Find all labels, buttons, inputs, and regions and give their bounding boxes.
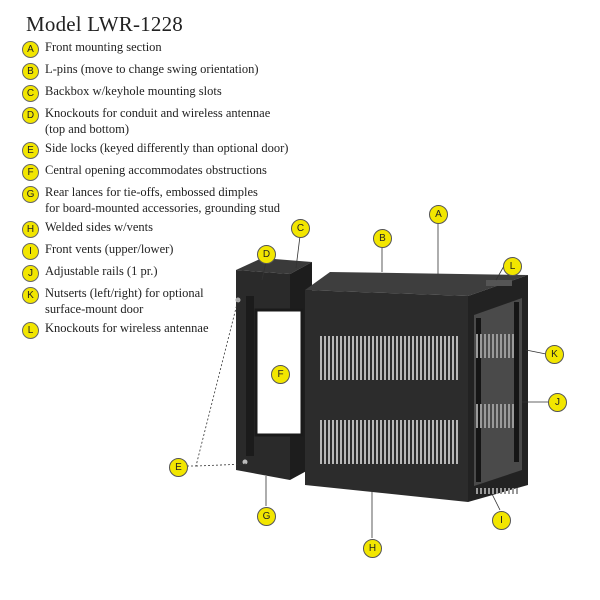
legend-item-b: B L-pins (move to change swing orientati… [22, 62, 322, 80]
badge-e: E [22, 142, 39, 159]
legend-item-j: J Adjustable rails (1 pr.) [22, 264, 322, 282]
badge-h: H [22, 221, 39, 238]
legend-text-j: Adjustable rails (1 pr.) [45, 264, 158, 278]
badge-b: B [22, 63, 39, 80]
legend-text-k: Nutserts (left/right) for optional surfa… [45, 286, 204, 317]
badge-l: L [22, 322, 39, 339]
callout-f: F [271, 365, 290, 384]
legend-item-a: A Front mounting section [22, 40, 322, 58]
legend-text-g-line1: Rear lances for tie-offs, embossed dimpl… [45, 185, 258, 199]
legend-item-i: I Front vents (upper/lower) [22, 242, 322, 260]
badge-j: J [22, 265, 39, 282]
backbox-keyhole-rail [246, 296, 254, 456]
callout-h: H [363, 539, 382, 558]
leader-i [491, 493, 501, 511]
rail-vents-lower [476, 404, 514, 428]
leader-l [495, 265, 505, 281]
rail-vents-upper [476, 334, 514, 358]
legend-text-l: Knockouts for wireless antennae [45, 321, 209, 335]
legend-text-k-line1: Nutserts (left/right) for optional [45, 286, 204, 300]
grounding-stud [242, 459, 248, 465]
badge-a: A [22, 41, 39, 58]
rail-left [476, 318, 481, 482]
legend-item-f: F Central opening accommodates obstructi… [22, 163, 322, 181]
top-knockout [486, 280, 512, 286]
legend-item-c: C Backbox w/keyhole mounting slots [22, 84, 322, 102]
callout-j: J [548, 393, 567, 412]
badge-g: G [22, 186, 39, 203]
leader-lines [187, 222, 550, 538]
legend-text-i: Front vents (upper/lower) [45, 242, 174, 256]
legend-text-c: Backbox w/keyhole mounting slots [45, 84, 222, 98]
backbox-top [236, 258, 312, 274]
legend-text-d-line2: (top and bottom) [45, 121, 130, 136]
callout-d: D [257, 245, 276, 264]
legend-text-e: Side locks (keyed differently than optio… [45, 141, 289, 155]
legend-text-h: Welded sides w/vents [45, 220, 154, 234]
legend-text-k-line2: surface-mount door [45, 301, 144, 316]
diagram-title: Model LWR-1228 [26, 12, 183, 36]
front-section [305, 272, 528, 502]
legend-item-d: D Knockouts for conduit and wireless ant… [22, 106, 322, 137]
legend-text-d: Knockouts for conduit and wireless anten… [45, 106, 270, 137]
leader-e2 [195, 463, 247, 467]
callout-e: E [169, 458, 188, 477]
side-vents-upper [318, 336, 458, 380]
badge-d: D [22, 107, 39, 124]
legend-text-a: Front mounting section [45, 40, 162, 54]
rail-right [514, 302, 519, 462]
callout-i: I [492, 511, 511, 530]
legend-text-g-line2: for board-mounted accessories, grounding… [45, 200, 281, 215]
badge-i: I [22, 243, 39, 260]
legend-text-g: Rear lances for tie-offs, embossed dimpl… [45, 185, 280, 216]
callout-b: B [373, 229, 392, 248]
leader-k [525, 349, 547, 355]
legend-text-b: L-pins (move to change swing orientation… [45, 62, 259, 76]
front-vents-bottom [476, 488, 520, 494]
leader-c [295, 235, 301, 269]
side-vents-lower [318, 420, 458, 464]
badge-c: C [22, 85, 39, 102]
leader-d [261, 261, 267, 281]
legend-item-e: E Side locks (keyed differently than opt… [22, 141, 322, 159]
callout-a: A [429, 205, 448, 224]
callout-k: K [545, 345, 564, 364]
callout-c: C [291, 219, 310, 238]
legend-item-l: L Knockouts for wireless antennae [22, 321, 322, 339]
legend-item-k: K Nutserts (left/right) for optional sur… [22, 286, 322, 317]
legend-item-g: G Rear lances for tie-offs, embossed dim… [22, 185, 322, 216]
legend-text-f: Central opening accommodates obstruction… [45, 163, 267, 177]
callout-g: G [257, 507, 276, 526]
callout-l: L [503, 257, 522, 276]
front-section-side [305, 290, 468, 502]
front-section-top [305, 272, 528, 296]
leader-e [187, 299, 239, 467]
legend-list: A Front mounting section B L-pins (move … [22, 40, 322, 343]
badge-k: K [22, 287, 39, 304]
legend-text-d-line1: Knockouts for conduit and wireless anten… [45, 106, 271, 120]
legend-item-h: H Welded sides w/vents [22, 220, 322, 238]
badge-f: F [22, 164, 39, 181]
